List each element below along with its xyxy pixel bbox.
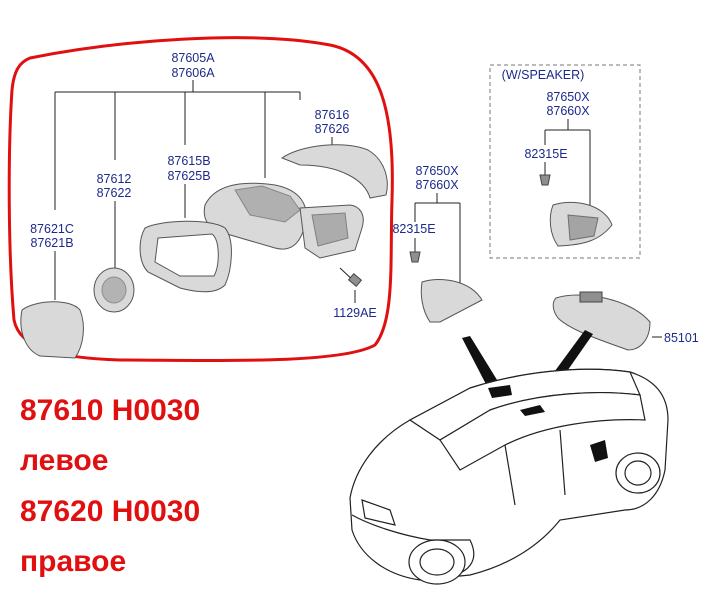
note-right-part-number: 87620 H0030 bbox=[20, 495, 200, 528]
pointer-arrow-left bbox=[462, 336, 502, 392]
inside-screw-part bbox=[409, 251, 421, 263]
label-speaker-mirror-1: 87650X bbox=[546, 90, 590, 104]
label-cover-2: 87626 bbox=[315, 122, 350, 136]
mirror-body-part bbox=[203, 182, 364, 259]
label-inside-mirror-2: 87660X bbox=[415, 178, 459, 192]
mirror-holder-part bbox=[139, 220, 232, 293]
label-inside-mirror-1: 87650X bbox=[415, 164, 459, 178]
rear-view-mirror-part bbox=[552, 294, 651, 351]
bolt-part bbox=[339, 267, 363, 287]
speaker-option-box bbox=[489, 64, 641, 259]
speaker-box-title: (W/SPEAKER) bbox=[502, 68, 585, 82]
mirror-cover-part bbox=[280, 144, 388, 199]
label-speaker-mirror-2: 87660X bbox=[546, 104, 590, 118]
mirror-actuator-part bbox=[93, 267, 135, 313]
label-inside-screw: 82315E bbox=[392, 222, 435, 236]
note-left-part-number: 87610 H0030 bbox=[20, 394, 200, 427]
label-top-assembly-1: 87605A bbox=[171, 51, 215, 65]
label-glass-1: 87612 bbox=[97, 172, 132, 186]
note-left-label: левое bbox=[20, 444, 108, 477]
label-rear-view: 85101 bbox=[664, 331, 699, 345]
note-right-label: правое bbox=[20, 545, 126, 578]
label-cap-1: 87621C bbox=[30, 222, 74, 236]
label-cover-1: 87616 bbox=[315, 108, 350, 122]
mirror-cap-part bbox=[20, 301, 84, 359]
speaker-screw-part bbox=[539, 174, 551, 186]
assembly-bracket bbox=[54, 80, 301, 210]
car-outline-illustration bbox=[349, 368, 669, 585]
label-cap-2: 87621B bbox=[30, 236, 73, 250]
label-bolt: 1129AE bbox=[333, 306, 377, 320]
label-glass-2: 87622 bbox=[97, 186, 132, 200]
inside-mirror-base-part bbox=[420, 279, 483, 323]
label-speaker-screw: 82315E bbox=[524, 147, 567, 161]
label-top-assembly-2: 87606A bbox=[171, 66, 215, 80]
label-holder-2: 87625B bbox=[167, 169, 210, 183]
red-highlight-outline bbox=[7, 36, 394, 363]
label-holder-1: 87615B bbox=[167, 154, 210, 168]
